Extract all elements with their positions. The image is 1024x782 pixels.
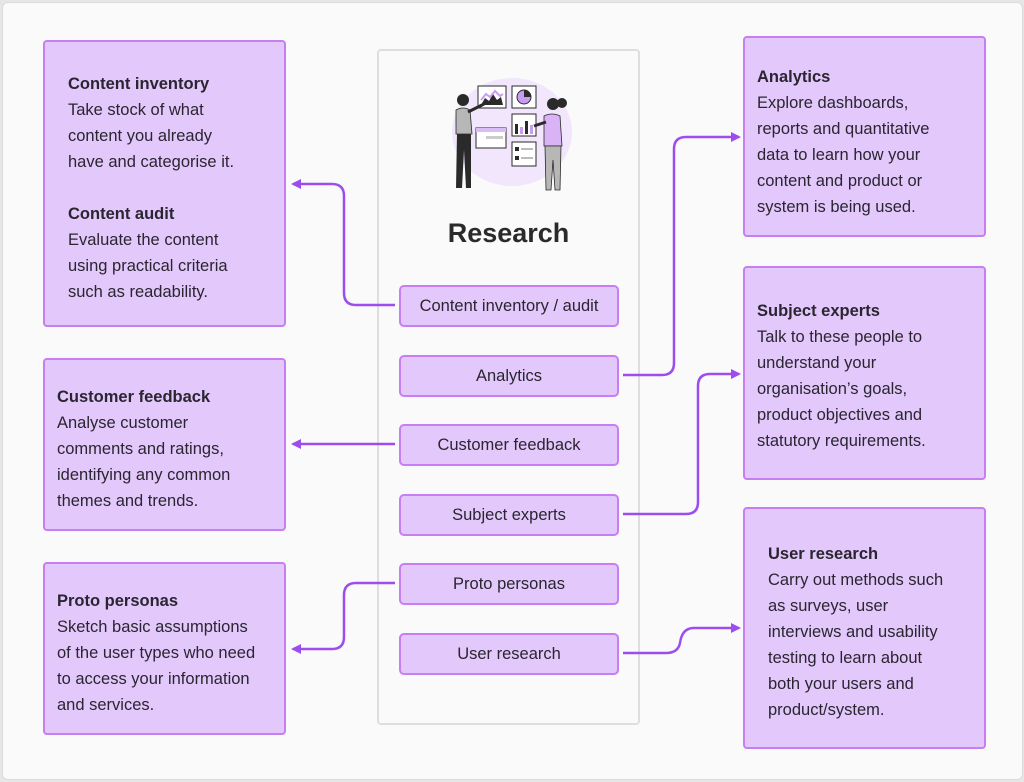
card-description: Talk to these people to understand your … [757,328,926,450]
card-title: Content inventory [68,75,210,93]
card-block: Content audit Evaluate the content using… [68,201,284,305]
card-title: User research [768,545,879,563]
card-analytics: Analytics Explore dashboards, reports an… [743,36,986,237]
center-item-subject-experts: Subject experts [399,494,619,536]
two-people-reviewing-charts-illustration [452,78,572,191]
card-subject-experts: Subject experts Talk to these people to … [743,266,986,480]
diagram-title: Research [447,218,570,248]
arrow-user-research [623,623,741,655]
card-description: Evaluate the content using practical cri… [68,231,228,301]
arrow-content-inventory-audit [291,179,395,307]
card-block: Analytics Explore dashboards, reports an… [757,64,984,220]
card-user-research: User research Carry out methods such as … [743,507,986,749]
card-block: Subject experts Talk to these people to … [757,298,984,454]
card-title: Subject experts [757,302,880,320]
arrow-proto-personas [291,581,395,654]
card-title: Proto personas [57,592,179,610]
card-block: User research Carry out methods such as … [768,541,984,723]
card-title: Customer feedback [57,388,211,406]
arrow-analytics [623,132,741,377]
card-proto-personas: Proto personas Sketch basic assumptions … [43,562,286,735]
card-block: Customer feedback Analyse customer comme… [57,384,284,514]
card-title: Content audit [68,205,175,223]
card-block: Proto personas Sketch basic assumptions … [57,588,284,718]
card-customer-feedback: Customer feedback Analyse customer comme… [43,358,286,531]
pie-chart-panel [511,85,537,109]
card-title: Analytics [757,68,831,86]
card-description: Explore dashboards, reports and quantita… [757,94,930,216]
center-item-content-inventory-audit: Content inventory / audit [399,285,619,327]
card-block: Content inventory Take stock of what con… [68,71,284,175]
arrow-subject-experts [623,369,741,516]
bar-chart-panel [511,113,537,137]
card-description: Carry out methods such as surveys, user … [768,571,944,719]
man-figure [455,94,485,188]
card-content-inventory-audit: Content inventory Take stock of what con… [43,40,286,327]
center-item-customer-feedback: Customer feedback [399,424,619,466]
browser-panel [475,127,507,149]
center-item-analytics: Analytics [399,355,619,397]
area-chart-panel [477,85,507,109]
list-panel [511,141,537,167]
woman-figure [533,98,567,191]
center-item-user-research: User research [399,633,619,675]
center-item-proto-personas: Proto personas [399,563,619,605]
card-description: Take stock of what content you already h… [68,101,235,171]
card-description: Sketch basic assumptions of the user typ… [57,618,256,714]
card-description: Analyse customer comments and ratings, i… [57,414,231,510]
